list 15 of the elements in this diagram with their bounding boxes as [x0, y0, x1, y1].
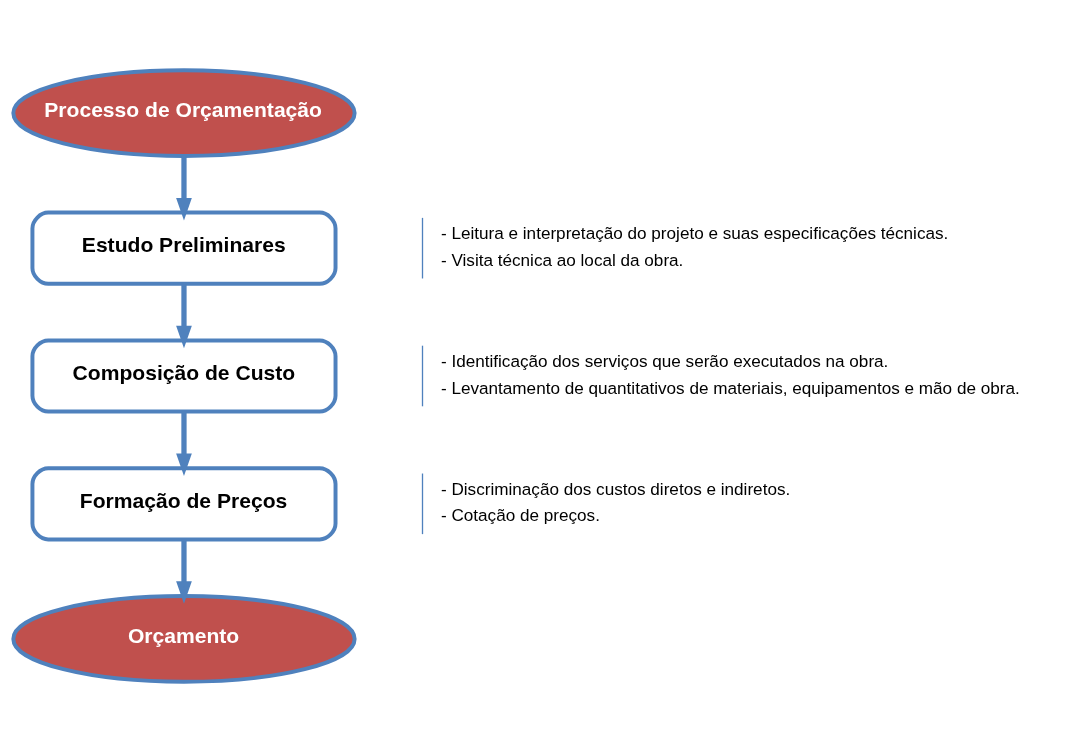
node-label: - Cotação de preços.	[440, 504, 600, 525]
node-box: Estudo Preliminares	[30, 210, 338, 286]
node-label: - Levantamento de quantitativos de materiais, equipamentos e mão de obra.	[440, 377, 1020, 398]
node-label: - Discriminação dos custos diretos e indiretos.	[440, 478, 791, 499]
node-ellipse: Orçamento	[11, 593, 357, 684]
node-box: Formação de Preços	[30, 465, 338, 541]
arrow	[176, 155, 192, 221]
arrow	[176, 539, 192, 604]
arrow	[176, 283, 192, 348]
node-label: - Identificação dos serviços que serão executados na obra.	[440, 350, 889, 371]
node-box: Composição de Custo	[30, 337, 338, 414]
arrow	[176, 411, 192, 476]
node-ellipse: Processo de Orçamentação	[11, 67, 357, 158]
node-label: - Visita técnica ao local da obra.	[440, 249, 684, 270]
node-label: - Leitura e interpretação do projeto e suas especificações técnicas.	[440, 222, 949, 243]
